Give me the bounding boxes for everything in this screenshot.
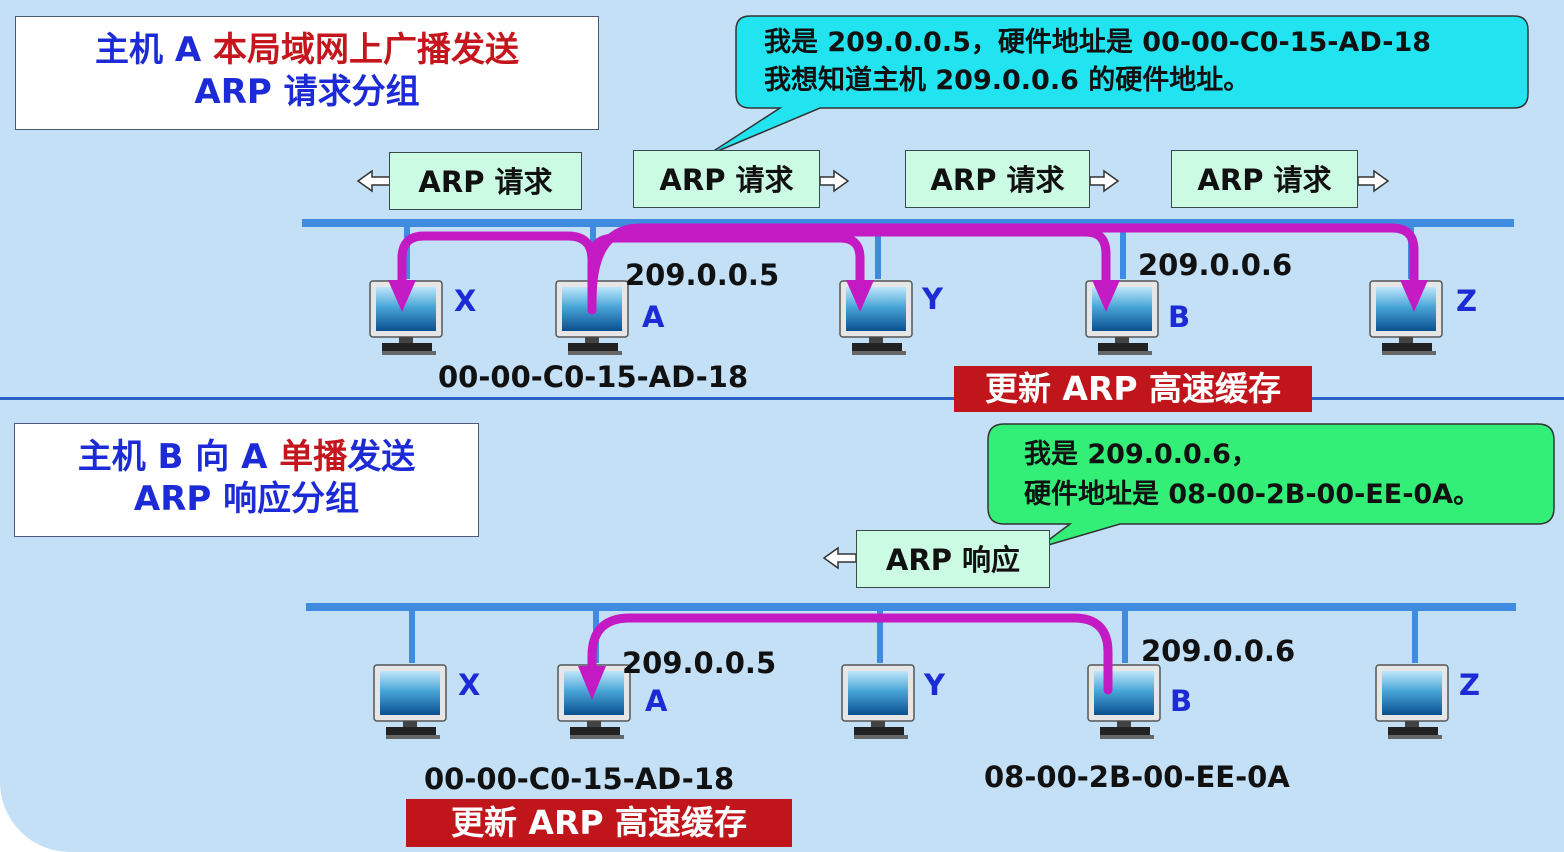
request-callout-line2: 我想知道主机 209.0.0.6 的硬件地址。 [764, 65, 1251, 96]
ip-label-a: 209.0.0.5 [622, 646, 777, 680]
host-label-a: A [642, 300, 665, 334]
hollow-arrow-icon [356, 169, 1390, 193]
unicast-flow [587, 613, 1113, 695]
ip-label-b: 209.0.0.6 [1141, 634, 1296, 668]
host-label-x: X [454, 284, 477, 318]
top-title-highlight: 本局域网上广播发送 [213, 30, 519, 70]
response-callout-line2: 硬件地址是 08-00-2B-00-EE-0A。 [1024, 479, 1481, 510]
bottom-drop-y [877, 611, 883, 663]
bottom-title-line1: 主机 B 向 A 单播发送 [15, 436, 478, 478]
computer-monitor-icon [1087, 664, 1161, 740]
ip-label-b: 209.0.0.6 [1138, 248, 1293, 282]
bottom-title-line2: ARP 响应分组 [133, 479, 360, 519]
computer-monitor-icon [373, 664, 447, 740]
top-drop-b [1120, 227, 1126, 279]
computer-monitor-icon [839, 280, 913, 356]
computer-monitor-icon [841, 664, 915, 740]
computer-monitor-icon [1375, 664, 1449, 740]
ip-label-a: 209.0.0.5 [625, 258, 780, 292]
arp-request-packet: ARP 请求 [905, 150, 1090, 208]
host-label-z: Z [1459, 668, 1481, 702]
top-network [302, 15, 1529, 356]
top-title-box: 主机 A 本局域网上广播发送 ARP 请求分组 [15, 16, 599, 130]
host-label-b: B [1168, 300, 1191, 334]
section-divider [0, 397, 1564, 400]
bottom-network [306, 423, 1555, 740]
arp-request-packet: ARP 请求 [1171, 150, 1358, 208]
host-label-z: Z [1456, 284, 1478, 318]
response-callout-line1: 我是 209.0.0.6， [1024, 439, 1258, 470]
top-title-prefix: 主机 A [95, 30, 213, 70]
bottom-title-box: 主机 B 向 A 单播发送 ARP 响应分组 [14, 423, 479, 537]
top-drop-y [875, 227, 881, 279]
request-callout-bubble [705, 15, 1529, 157]
request-callout-line1: 我是 209.0.0.5，硬件地址是 00-00-C0-15-AD-18 [764, 27, 1432, 58]
bottom-title-prefix: 主机 B 向 A [77, 437, 280, 477]
bottom-bus [306, 603, 1516, 611]
bottom-title-highlight: 单播 [279, 437, 348, 477]
host-label-b: B [1170, 684, 1193, 718]
host-label-y: Y [922, 282, 943, 316]
mac-label-a: 00-00-C0-15-AD-18 [424, 762, 735, 796]
unicast-arrowhead [578, 666, 606, 700]
response-callout-bubble [987, 423, 1555, 549]
arp-request-packet: ARP 请求 [389, 152, 582, 210]
host-label-x: X [458, 668, 481, 702]
bottom-drop-x [409, 611, 415, 663]
mac-label-b: 08-00-2B-00-EE-0A [984, 760, 1290, 794]
update-cache-banner: 更新 ARP 高速缓存 [406, 799, 792, 847]
bottom-drop-b [1122, 611, 1128, 663]
host-label-y: Y [924, 668, 945, 702]
update-cache-banner: 更新 ARP 高速缓存 [954, 366, 1312, 412]
mac-label-a: 00-00-C0-15-AD-18 [438, 360, 749, 394]
host-label-a: A [645, 684, 668, 718]
arp-request-packet: ARP 请求 [633, 150, 820, 208]
top-title-line1: 主机 A 本局域网上广播发送 [16, 29, 598, 71]
top-drop-x [404, 227, 410, 279]
broadcast-flow [397, 223, 1419, 315]
computer-monitor-icon [1085, 280, 1159, 356]
hollow-arrow-icon [822, 546, 857, 570]
arp-response-packet: ARP 响应 [856, 530, 1050, 588]
top-bus [302, 219, 1514, 227]
top-title-line2: ARP 请求分组 [194, 72, 420, 112]
bottom-title-suffix: 发送 [347, 437, 416, 477]
bottom-drop-z [1412, 611, 1418, 663]
broadcast-arrowheads [388, 280, 1428, 312]
